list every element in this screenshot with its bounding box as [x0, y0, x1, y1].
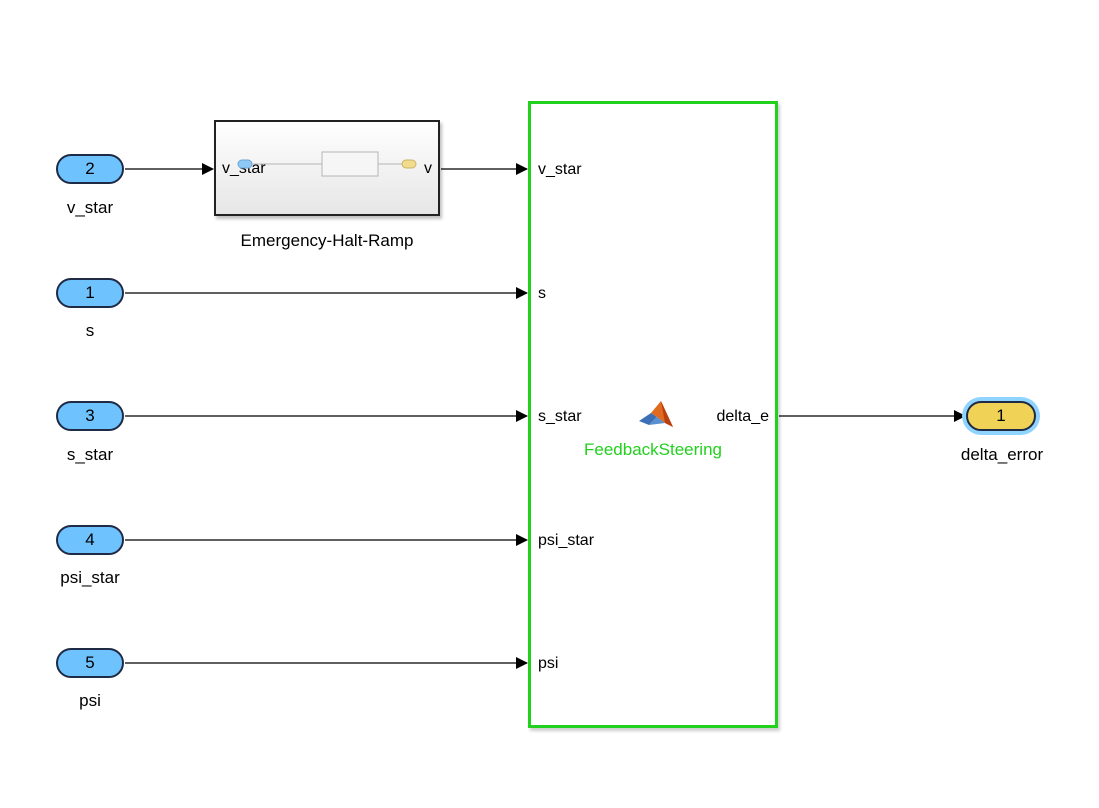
inport-s[interactable]: 1 — [56, 278, 124, 308]
fn-input-s-star: s_star — [538, 408, 582, 425]
matlab-logo-icon — [639, 401, 673, 427]
outport-number: 1 — [996, 406, 1006, 425]
outport-label-delta-error: delta_error — [960, 445, 1044, 464]
outport-delta-error[interactable]: 1 — [966, 401, 1036, 431]
inport-number: 4 — [85, 530, 95, 549]
inport-number: 3 — [85, 406, 95, 425]
fn-input-v-star: v_star — [538, 161, 582, 178]
inport-label-s-star: s_star — [66, 445, 114, 464]
subsystem-emergency-halt-ramp[interactable]: v_star v — [214, 120, 440, 216]
fn-input-psi: psi — [538, 655, 559, 672]
subsystem-output-label: v — [424, 160, 432, 177]
matlab-function-feedback-steering[interactable]: v_star s s_star psi_star psi delta_e — [528, 101, 778, 728]
inport-psi-star[interactable]: 4 — [56, 525, 124, 555]
inport-number: 1 — [85, 283, 95, 302]
inport-label-s: s — [85, 321, 95, 340]
inport-number: 5 — [85, 653, 95, 672]
subsystem-preview-icon — [237, 151, 417, 177]
inport-psi[interactable]: 5 — [56, 648, 124, 678]
inport-v-star[interactable]: 2 — [56, 154, 124, 184]
inport-s-star[interactable]: 3 — [56, 401, 124, 431]
inport-label-v-star: v_star — [66, 198, 114, 217]
fn-input-psi-star: psi_star — [538, 532, 595, 549]
fn-output-delta-e: delta_e — [716, 408, 770, 425]
inport-label-psi-star: psi_star — [60, 568, 120, 587]
subsystem-name: Emergency-Halt-Ramp — [240, 231, 414, 250]
fn-input-s: s — [538, 285, 546, 302]
inport-number: 2 — [85, 159, 95, 178]
matlab-function-name: FeedbackSteering — [584, 440, 722, 459]
inport-label-psi: psi — [79, 691, 101, 710]
